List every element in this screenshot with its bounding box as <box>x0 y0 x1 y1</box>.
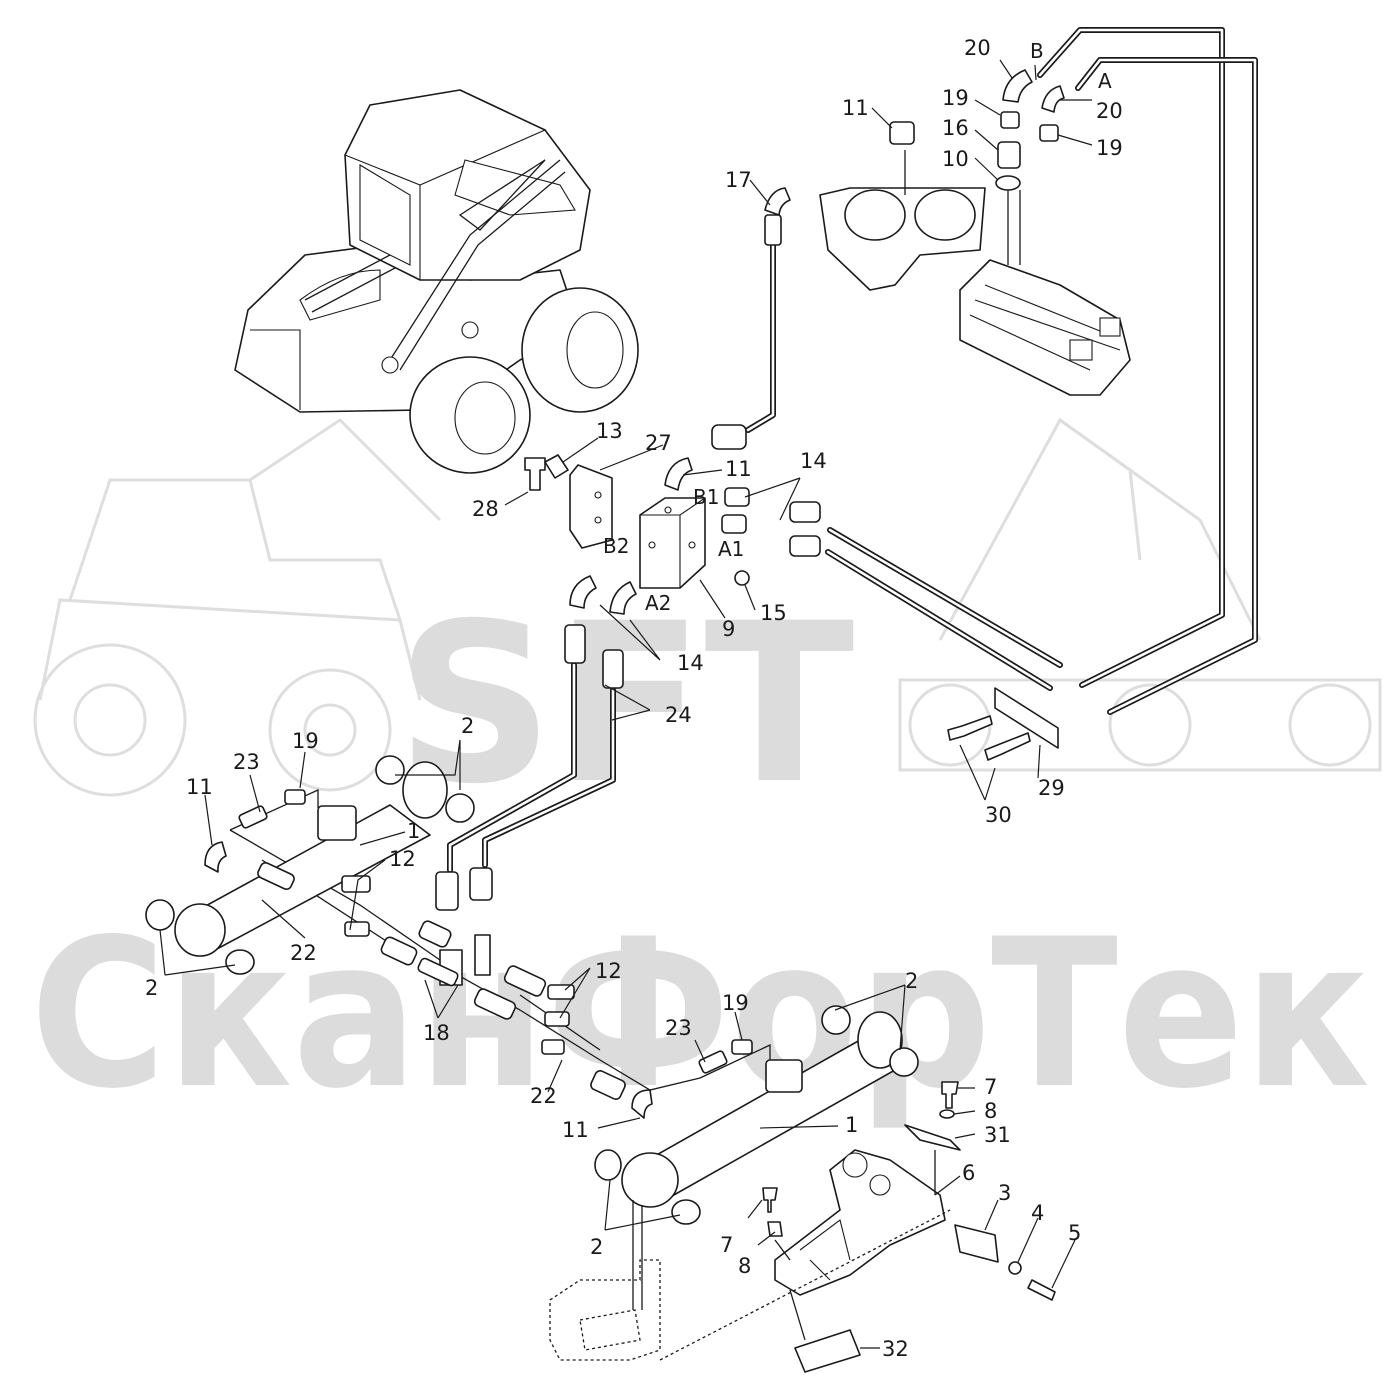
callout-24: 24 <box>665 703 692 727</box>
leader-lines <box>159 59 1093 1349</box>
distribution-block <box>524 424 821 689</box>
callout-20-right: 20 <box>1096 99 1123 123</box>
callout-1-right: 1 <box>845 1113 858 1137</box>
watermark-company: СканФорТек <box>30 896 1370 1134</box>
callout-2-right-top: 2 <box>905 969 918 993</box>
port-label-a: A <box>1098 69 1112 93</box>
callout-15: 15 <box>760 601 787 625</box>
callout-7-bottom: 7 <box>720 1233 733 1257</box>
callout-10: 10 <box>942 147 969 171</box>
port-label-b: B <box>1030 39 1044 63</box>
callout-8-top: 8 <box>984 1099 997 1123</box>
callout-14-mid: 14 <box>677 651 704 675</box>
callout-31: 31 <box>984 1123 1011 1147</box>
callout-22-left: 22 <box>290 941 317 965</box>
callout-20-top: 20 <box>964 36 991 60</box>
callout-32: 32 <box>882 1337 909 1361</box>
port-labels: B A B1 A1 B2 A2 <box>603 39 1112 615</box>
callout-19-right: 19 <box>1096 136 1123 160</box>
hose-lines <box>229 27 1258 1091</box>
callout-11-left: 11 <box>186 775 213 799</box>
callout-1-left: 1 <box>407 819 420 843</box>
watermark-excavator-right <box>898 417 1382 772</box>
callout-19-left: 19 <box>292 729 319 753</box>
callout-23-left: 23 <box>233 750 260 774</box>
port-label-b2: B2 <box>603 534 629 558</box>
fitting-set-top-right <box>764 69 1065 246</box>
callout-11-block: 11 <box>725 457 752 481</box>
callout-labels: 20 20 19 19 16 10 11 17 13 27 11 14 28 1… <box>145 36 1123 1361</box>
callout-22-mid: 22 <box>530 1084 557 1108</box>
callout-9: 9 <box>722 617 735 641</box>
callout-12-left: 12 <box>389 847 416 871</box>
callout-13: 13 <box>596 419 623 443</box>
callout-12-mid: 12 <box>595 959 622 983</box>
callout-2-left-bottom: 2 <box>145 976 158 1000</box>
cylinder-right <box>590 1005 919 1225</box>
port-label-a1: A1 <box>718 537 744 561</box>
callout-8-bottom: 8 <box>738 1254 751 1278</box>
callout-3: 3 <box>998 1181 1011 1205</box>
callout-28: 28 <box>472 497 499 521</box>
callout-30: 30 <box>985 803 1012 827</box>
centre-fittings <box>380 867 575 1055</box>
watermark-tractor-left <box>33 418 442 797</box>
watermark: SFT СканФорТек <box>30 417 1382 1134</box>
callout-2-right-bottom: 2 <box>590 1235 603 1259</box>
callout-2-left-top: 2 <box>461 714 474 738</box>
watermark-logo: SFT <box>396 576 855 832</box>
port-label-b1: B1 <box>693 485 719 509</box>
callout-11-bottom: 11 <box>562 1118 589 1142</box>
callout-7-top: 7 <box>984 1075 997 1099</box>
bracket-assembly <box>549 1081 1056 1373</box>
control-valve-assembly <box>819 150 1131 396</box>
callout-17: 17 <box>725 168 752 192</box>
callout-23-mid: 23 <box>665 1016 692 1040</box>
callout-18: 18 <box>423 1021 450 1045</box>
cylinder-left <box>145 755 475 975</box>
harvester-machine <box>234 89 639 474</box>
callout-19-mid: 19 <box>722 991 749 1015</box>
callout-27: 27 <box>645 431 672 455</box>
callout-14-top: 14 <box>800 449 827 473</box>
callout-16: 16 <box>942 116 969 140</box>
callout-11-top: 11 <box>842 96 869 120</box>
callout-4: 4 <box>1031 1201 1044 1225</box>
callout-6: 6 <box>962 1161 975 1185</box>
port-label-a2: A2 <box>645 591 671 615</box>
plate-29-assembly <box>947 687 1059 761</box>
callout-29: 29 <box>1038 776 1065 800</box>
callout-19-top: 19 <box>942 86 969 110</box>
callout-5: 5 <box>1068 1221 1081 1245</box>
valve-bank <box>959 259 1131 396</box>
